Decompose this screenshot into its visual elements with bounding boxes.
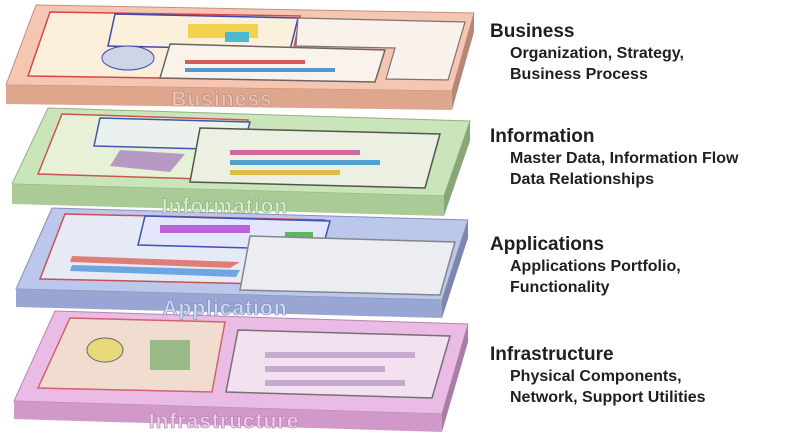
description-infrastructure: Infrastructure Physical Components, Netw… [490, 344, 790, 408]
layer-application-front [16, 289, 442, 318]
layer-business-side [452, 13, 474, 110]
layer-label-application: Application [162, 297, 287, 320]
layer-label-information: Information [162, 195, 289, 218]
description-information: Information Master Data, Information Flo… [490, 126, 790, 190]
description-information-title: Information [490, 126, 595, 147]
description-infrastructure-title: Infrastructure [490, 344, 614, 365]
infrastructure-screens [36, 317, 451, 399]
description-business-line-2: Business Process [510, 66, 648, 83]
description-infrastructure-line-2: Network, Support Utilities [510, 389, 706, 406]
description-business-title: Business [490, 21, 575, 42]
description-infrastructure-line-1: Physical Components, [510, 368, 682, 385]
layer-infrastructure-side [442, 324, 468, 432]
business-screens [26, 11, 466, 83]
description-applications-line-2: Functionality [510, 279, 610, 296]
layer-infrastructure [13, 310, 469, 432]
description-applications-line-1: Applications Portfolio, [510, 258, 681, 275]
layer-information [11, 107, 471, 216]
layer-infrastructure-front [14, 401, 442, 432]
application-screens [38, 213, 456, 296]
information-screens [36, 113, 441, 189]
description-business: Business Organization, Strategy, Busines… [490, 21, 790, 85]
layer-label-business: Business [171, 88, 272, 111]
description-applications: Applications Applications Portfolio, Fun… [490, 234, 790, 298]
layer-information-side [444, 121, 470, 216]
layer-application-side [442, 220, 468, 318]
layer-business-front [6, 85, 452, 110]
description-applications-title: Applications [490, 234, 605, 255]
layer-application [15, 207, 469, 318]
description-business-line-1: Organization, Strategy, [510, 45, 684, 62]
layer-information-front [12, 184, 444, 216]
description-information-line-2: Data Relationships [510, 171, 655, 188]
layer-label-infrastructure: Infrastructure [149, 410, 300, 433]
layer-business [5, 4, 475, 110]
description-information-line-1: Master Data, Information Flow [510, 150, 739, 167]
